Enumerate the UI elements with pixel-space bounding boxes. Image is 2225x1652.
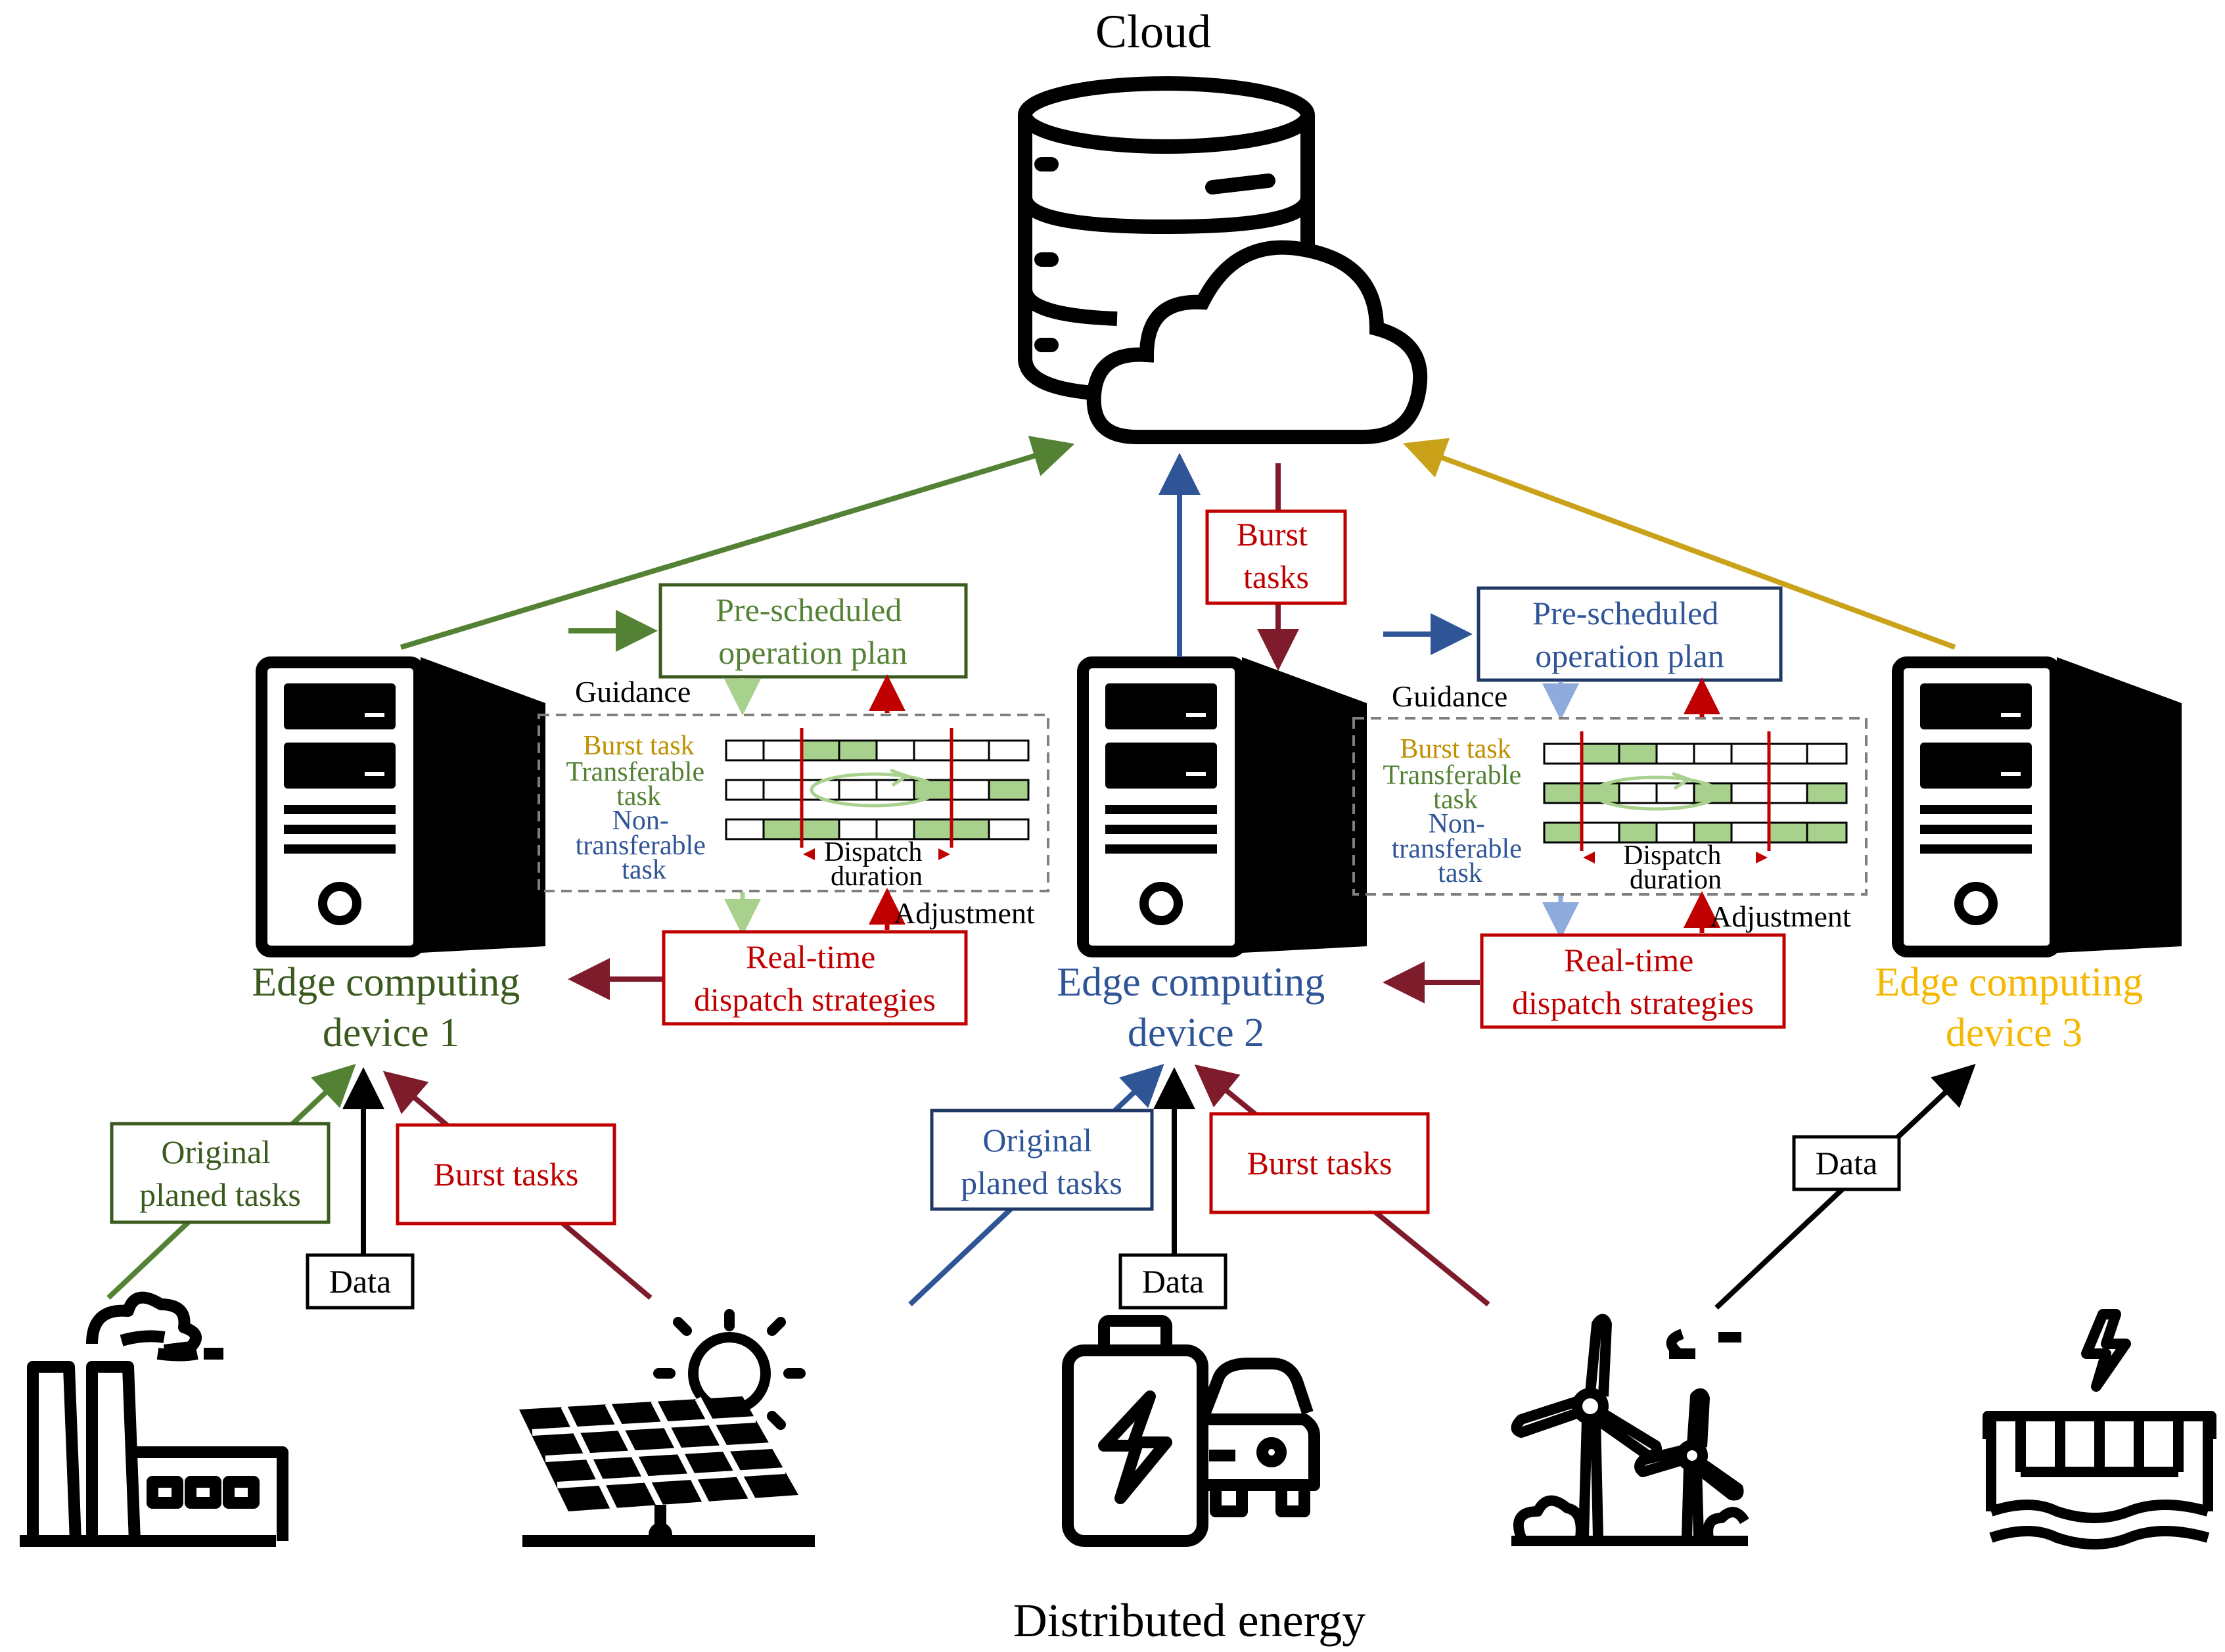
diagram-title: Cloud	[1095, 5, 1211, 58]
device1-inputs: Original planed tasks Data Burst tasks	[106, 1064, 653, 1310]
pre-scheduled-label-1: Pre-scheduled operation plan	[716, 591, 910, 671]
realtime-label-1: Real-time dispatch strategies	[694, 938, 936, 1018]
realtime-box-1	[662, 930, 968, 1026]
data-box-3	[1792, 1135, 1901, 1191]
burst-task-label-1: Burst task	[583, 731, 694, 761]
data-box-2	[1118, 1253, 1227, 1310]
schedule-panel-2: Pre-scheduled operation plan Guidance Bu…	[1352, 586, 1868, 1029]
device2-inputs: Original planed tasks Data Burst tasks	[908, 1064, 1490, 1310]
burst-tasks-box-2	[1209, 1112, 1430, 1214]
ev-battery-icon	[1062, 1315, 1320, 1547]
original-tasks-label-2: Original planed tasks	[961, 1122, 1122, 1201]
device3-inputs: Data	[1714, 1064, 1976, 1310]
transferable-task-label-1: Transferable task	[566, 757, 711, 812]
cloud-server-icon	[1018, 76, 1428, 444]
edge-device-3-label: Edge computing device 3	[1875, 960, 2153, 1055]
schedule-panel-1: Pre-scheduled operation plan Guidance Bu…	[538, 583, 1049, 1026]
dispatch-duration-label-1: Dispatch duration	[824, 837, 929, 892]
task-grid-frame-1	[538, 714, 1049, 892]
edge-server-2-icon	[1077, 656, 1367, 957]
burst-tasks-label-1: Burst tasks	[434, 1156, 579, 1193]
task-grid-2	[1543, 731, 1848, 863]
burst-tasks-label-2: Burst tasks	[1247, 1145, 1392, 1182]
data-label-3: Data	[1816, 1145, 1877, 1182]
non-transferable-task-label-1: Non- transferable task	[576, 806, 713, 885]
burst-tasks-box-1	[396, 1123, 616, 1226]
pre-scheduled-box-2	[1477, 586, 1783, 682]
solar-panel-icon	[519, 1309, 815, 1547]
task-grid-frame-2	[1352, 717, 1868, 896]
data-box-1	[306, 1253, 415, 1310]
guidance-label-2: Guidance	[1392, 679, 1507, 713]
transferable-task-label-2: Transferable task	[1383, 760, 1528, 815]
edge1-to-cloud-arrow	[400, 436, 1075, 650]
original-tasks-label-1: Original planed tasks	[139, 1134, 301, 1213]
non-transferable-task-label-2: Non- transferable task	[1392, 809, 1529, 888]
wind-turbine-icon	[1511, 1314, 1749, 1546]
original-tasks-box-2	[930, 1109, 1154, 1211]
factory-icon	[20, 1291, 288, 1547]
edge-device-1-label: Edge computing device 1	[252, 960, 530, 1055]
edge-server-3-icon	[1892, 656, 2182, 957]
hydro-dam-icon	[1983, 1309, 2216, 1549]
realtime-label-2: Real-time dispatch strategies	[1512, 942, 1754, 1021]
realtime-box-2	[1480, 933, 1786, 1029]
distributed-energy-label: Distributed energy	[1013, 1594, 1366, 1647]
burst-task-label-2: Burst task	[1400, 734, 1511, 764]
data-label-1: Data	[329, 1263, 391, 1300]
edge-server-1-icon	[256, 656, 545, 957]
edge3-to-cloud-arrow	[1402, 438, 1956, 650]
pre-scheduled-label-2: Pre-scheduled operation plan	[1532, 595, 1727, 674]
cloud-burst-tasks-box	[1205, 509, 1347, 605]
task-grid-1	[725, 728, 1030, 860]
data-label-2: Data	[1142, 1263, 1204, 1300]
guidance-label-1: Guidance	[575, 675, 691, 708]
pre-scheduled-box-1	[658, 583, 968, 679]
adjustment-label-2: Adjustment	[1710, 900, 1851, 933]
original-tasks-box-1	[110, 1122, 331, 1224]
cloud-burst-tasks-label: Burst tasks	[1237, 516, 1316, 595]
adjustment-label-1: Adjustment	[894, 896, 1035, 930]
dispatch-duration-label-2: Dispatch duration	[1623, 840, 1728, 895]
edge-device-2-label: Edge computing device 2	[1057, 960, 1335, 1055]
